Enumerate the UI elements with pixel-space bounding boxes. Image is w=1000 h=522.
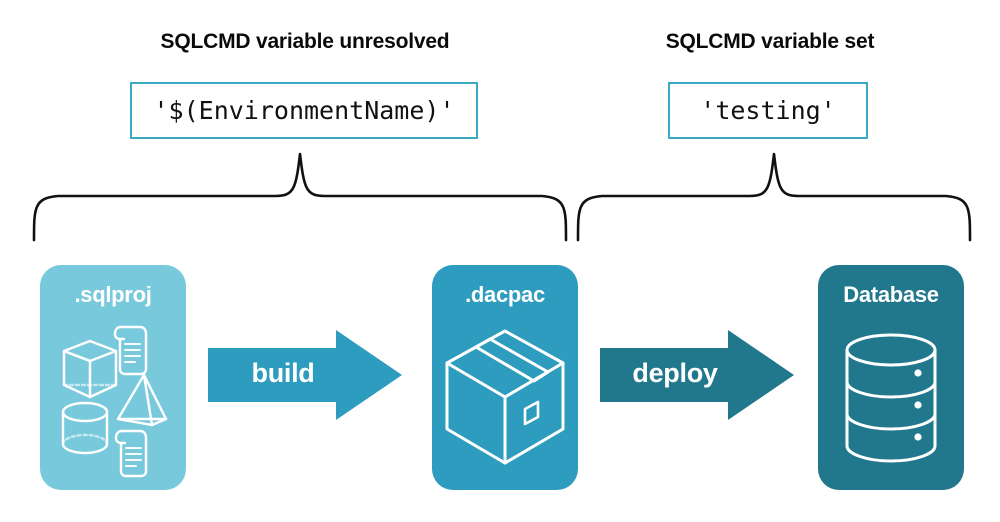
artifact-sqlproj-icons xyxy=(40,313,186,488)
pyramid-icon xyxy=(116,373,168,427)
artifact-sqlproj[interactable]: .sqlproj xyxy=(40,265,186,490)
arrow-build-icon xyxy=(208,330,402,420)
database-cylinder-icon xyxy=(845,333,937,463)
artifact-database[interactable]: Database xyxy=(818,265,964,490)
brace-right-icon xyxy=(576,152,972,242)
artifact-database-label: Database xyxy=(843,282,939,307)
arrow-build[interactable]: build xyxy=(208,328,404,422)
artifact-sqlproj-label: .sqlproj xyxy=(74,282,152,307)
cylinder-icon xyxy=(61,401,109,455)
brace-right xyxy=(572,150,976,247)
header-sqlcmd-variable-unresolved: SQLCMD variable unresolved xyxy=(160,30,450,53)
brace-left xyxy=(28,150,572,247)
arrow-deploy[interactable]: deploy xyxy=(600,328,796,422)
artifact-dacpac[interactable]: .dacpac xyxy=(432,265,578,490)
artifact-dacpac-icons xyxy=(432,313,578,488)
code-box-testing: 'testing' xyxy=(668,82,868,139)
artifact-database-icons xyxy=(818,313,964,488)
script-scroll-icon xyxy=(114,429,148,478)
artifact-dacpac-label: .dacpac xyxy=(465,282,545,307)
code-box-environment-name: '$(EnvironmentName)' xyxy=(130,82,478,139)
script-scroll-icon xyxy=(113,325,148,376)
brace-left-icon xyxy=(32,152,568,242)
cube-icon xyxy=(62,339,118,399)
arrow-deploy-icon xyxy=(600,330,794,420)
header-sqlcmd-variable-set: SQLCMD variable set xyxy=(665,30,875,53)
package-box-icon xyxy=(445,329,565,465)
